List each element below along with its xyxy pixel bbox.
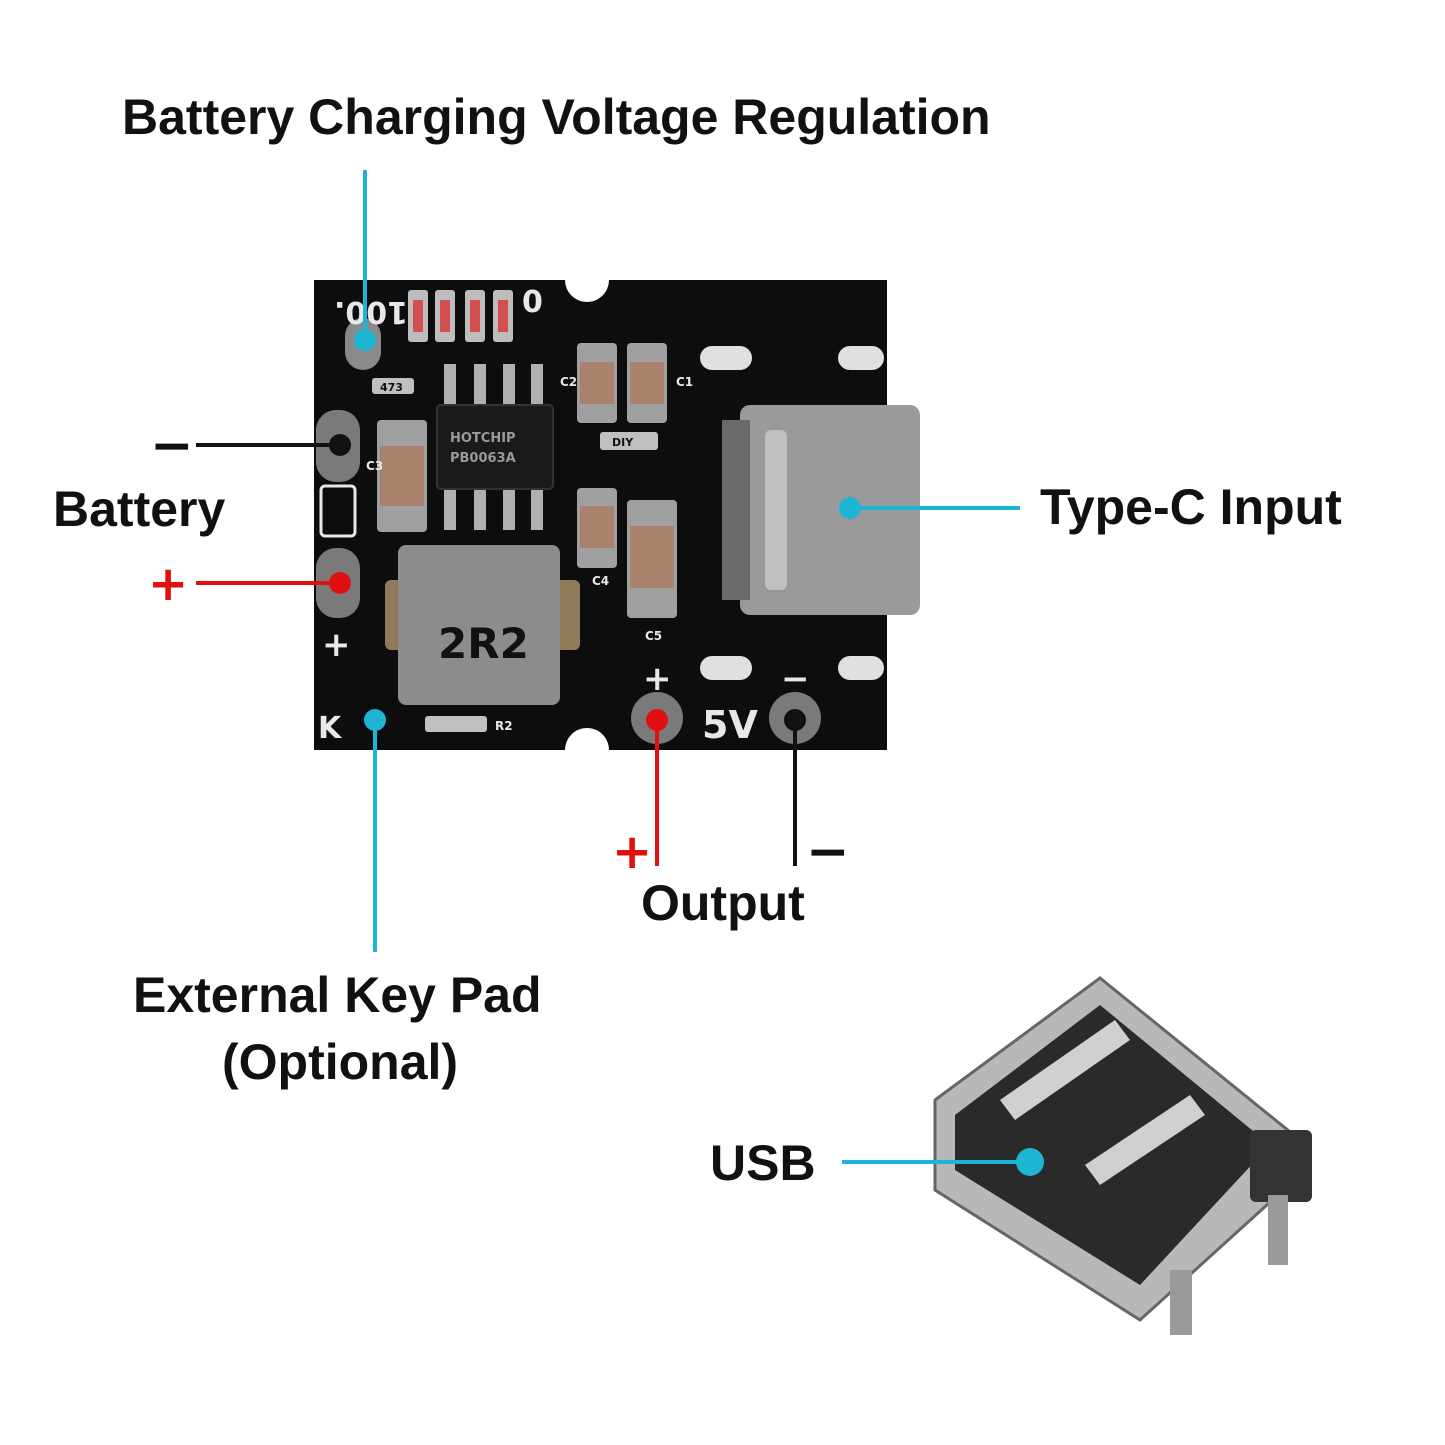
silk-c4: C4 <box>592 574 609 588</box>
keypad-label-line1: External Key Pad <box>133 967 542 1023</box>
silk-plus-out: + <box>643 659 672 699</box>
silk-2r2: 2R2 <box>438 619 529 668</box>
silk-5v: 5V <box>702 703 758 747</box>
output-label: Output <box>641 875 805 931</box>
silk-minus-out: − <box>781 659 810 699</box>
silk-c5: C5 <box>645 629 662 643</box>
usb-a-connector <box>933 976 1312 1335</box>
silk-100: 100. <box>334 294 408 329</box>
silk-c2: C2 <box>560 375 577 389</box>
silk-r2: R2 <box>495 719 513 733</box>
usb-label: USB <box>710 1135 816 1191</box>
battery-label: Battery <box>53 481 226 537</box>
typec-connector <box>722 405 920 615</box>
silk-chip-2: PB0063A <box>450 451 516 466</box>
silk-k: K <box>318 711 343 746</box>
pcb-board <box>314 280 920 750</box>
callout-lines <box>196 170 1030 1164</box>
callout-dots <box>329 329 1044 1176</box>
silk-chip-1: HOTCHIP <box>450 431 516 446</box>
battery-minus-sign: − <box>150 416 194 476</box>
keypad-label-line2: (Optional) <box>222 1034 459 1090</box>
regulation-label: Battery Charging Voltage Regulation <box>122 89 991 145</box>
silk-0: 0 <box>522 285 543 320</box>
output-minus-sign: − <box>806 822 850 882</box>
silk-c1: C1 <box>676 375 693 389</box>
capacitors <box>377 343 677 618</box>
silk-diy: DIY <box>612 436 634 449</box>
inductor <box>385 545 580 705</box>
silk-473: 473 <box>380 381 403 394</box>
silk-plus-left: + <box>322 625 351 665</box>
battery-plus-sign: + <box>148 556 189 612</box>
output-plus-sign: + <box>612 824 653 880</box>
silk-c3: C3 <box>366 459 383 473</box>
typec-label: Type-C Input <box>1040 479 1342 535</box>
